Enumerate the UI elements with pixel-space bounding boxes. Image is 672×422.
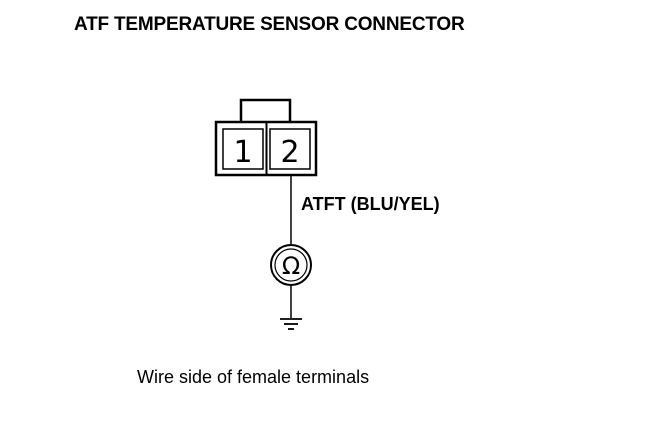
wire-label-atft: ATFT (BLU/YEL) bbox=[301, 194, 440, 214]
ohm-symbol: Ω bbox=[282, 252, 300, 280]
terminal-cavity-2 bbox=[269, 128, 311, 170]
diagram-title: ATF TEMPERATURE SENSOR CONNECTOR bbox=[74, 14, 465, 35]
connector-body: 1 2 bbox=[214, 120, 318, 177]
connector-latch bbox=[239, 98, 292, 125]
pin-label-2: 2 bbox=[280, 135, 299, 170]
ohmmeter-icon: Ω bbox=[270, 244, 312, 286]
diagram-caption: Wire side of female terminals bbox=[137, 367, 370, 387]
terminal-cavity-1 bbox=[222, 128, 264, 170]
ground-icon bbox=[280, 318, 302, 330]
pin-label-1: 1 bbox=[233, 135, 252, 170]
